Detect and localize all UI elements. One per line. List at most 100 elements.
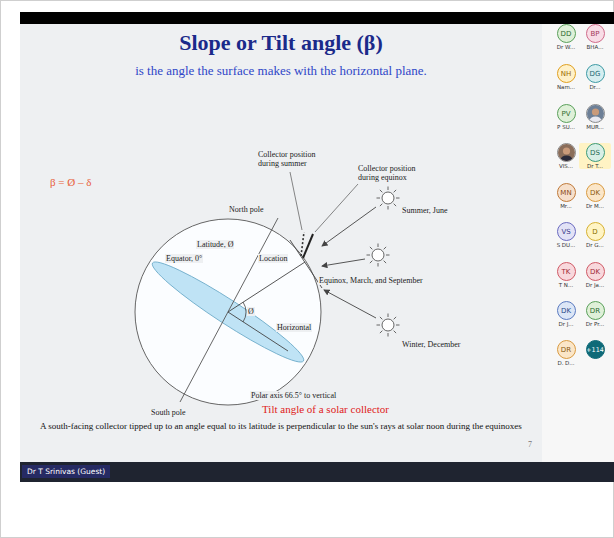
formula: β = Ø – δ bbox=[50, 176, 91, 189]
participant-tile: +114 bbox=[579, 340, 611, 359]
equator-band bbox=[146, 253, 310, 371]
sun-ray bbox=[322, 259, 365, 266]
participant-name: Nam... bbox=[550, 84, 582, 90]
sun-ray-tick bbox=[386, 255, 390, 256]
figure-caption: Tilt angle of a solar collector bbox=[262, 403, 389, 416]
participant-panel bbox=[542, 24, 614, 462]
participant-tile: DG Dr... bbox=[579, 64, 611, 90]
sun-ray-tick bbox=[380, 317, 382, 319]
sun-ray-tick bbox=[378, 263, 379, 267]
avatar-circle: D bbox=[586, 222, 605, 241]
avatar-circle: DG bbox=[586, 64, 605, 83]
sun-ray-tick bbox=[394, 190, 396, 192]
avatar-initials: PV bbox=[561, 110, 570, 118]
avatar-circle: DR bbox=[557, 340, 576, 359]
participant-name: Dr... bbox=[579, 84, 611, 90]
avatar-circle: +114 bbox=[586, 340, 605, 359]
participant-name: Dr W... bbox=[550, 44, 582, 50]
participant-tile: MN Mr... bbox=[550, 183, 582, 209]
participant-name: Dr Pr... bbox=[579, 321, 611, 327]
avatar-initials: NH bbox=[561, 70, 572, 78]
sun-ray-tick bbox=[388, 314, 389, 318]
globe-label: Latitude, Ø bbox=[196, 240, 234, 249]
participant-tile: BPBHA... bbox=[579, 24, 611, 50]
subtitle: is the angle the surface makes with the … bbox=[20, 64, 542, 79]
polar-axis bbox=[180, 218, 278, 402]
participant-tile: NH Nam... bbox=[550, 64, 582, 90]
sun-ray-tick bbox=[396, 325, 400, 326]
participant-name: P SU... bbox=[550, 124, 582, 130]
avatar-initials: DK bbox=[590, 189, 600, 197]
slide-ground bbox=[20, 24, 542, 462]
callout-label: Collector position during summer bbox=[258, 150, 326, 168]
angle-label: Ø bbox=[247, 307, 255, 316]
globe-label: South pole bbox=[150, 408, 186, 417]
participant-tile: DKDr M... bbox=[579, 183, 611, 209]
avatar-circle: DS bbox=[586, 143, 605, 162]
participant-name: D. D... bbox=[550, 360, 582, 366]
sun-ray-tick bbox=[380, 331, 382, 333]
collector-equinox bbox=[303, 234, 313, 258]
participant-tile: VS S DU... bbox=[550, 222, 582, 248]
latitude-line bbox=[228, 262, 305, 312]
angle-arc bbox=[243, 302, 246, 322]
avatar-initials: MN bbox=[560, 189, 571, 197]
participant-tile: D Dr G... bbox=[579, 222, 611, 248]
participant-name: S DU... bbox=[550, 242, 582, 248]
avatar-initials: DR bbox=[561, 346, 571, 354]
avatar-initials: BP bbox=[590, 30, 599, 38]
participant-name: MUR... bbox=[579, 124, 611, 130]
speaker-name-box: Dr T Srinivas (Guest) bbox=[22, 465, 110, 478]
callout-label: Collector position during equinox bbox=[358, 164, 430, 182]
globe-label: North pole bbox=[228, 205, 264, 214]
participant-name: Dr J... bbox=[550, 321, 582, 327]
sun-ray-tick bbox=[394, 331, 396, 333]
participant-name: Dr T... bbox=[579, 163, 611, 169]
avatar-circle: DK bbox=[586, 262, 605, 281]
participant-tile: DD Dr W... bbox=[550, 24, 582, 50]
avatar-initials: DG bbox=[590, 70, 601, 78]
sun-ray-tick bbox=[377, 325, 381, 326]
participant-name: Dr G... bbox=[579, 242, 611, 248]
sun-symbol bbox=[372, 249, 384, 261]
globe-label: Polar axis 66.5° to vertical bbox=[250, 391, 337, 400]
avatar-circle bbox=[557, 143, 576, 162]
participant-tile: PV P SU... bbox=[550, 104, 582, 130]
sun-ray-tick bbox=[378, 244, 379, 248]
avatar-circle: NH bbox=[557, 64, 576, 83]
avatar-circle bbox=[586, 104, 605, 123]
globe-label: Location bbox=[258, 254, 288, 263]
participant-tile: VIS... bbox=[550, 143, 582, 169]
participant-tile: DRDr Pr... bbox=[579, 301, 611, 327]
globe-label: Equator, 0° bbox=[165, 254, 203, 263]
avatar-initials: +114 bbox=[586, 346, 604, 354]
sun-ray-tick bbox=[384, 261, 386, 263]
avatar-circle: VS bbox=[557, 222, 576, 241]
collector-summer bbox=[301, 232, 304, 256]
sun-symbol bbox=[382, 192, 394, 204]
participant-name: Mr... bbox=[550, 203, 582, 209]
sun-icons bbox=[367, 187, 400, 337]
globe-label: Horizontal bbox=[276, 323, 312, 332]
sun-ray-tick bbox=[394, 317, 396, 319]
avatar-initials: DD bbox=[561, 30, 572, 38]
avatar-initials: D bbox=[592, 228, 597, 236]
sun-ray-tick bbox=[367, 255, 371, 256]
participant-name: T N... bbox=[550, 282, 582, 288]
avatar-circle: DR bbox=[586, 301, 605, 320]
avatar-initials: TK bbox=[562, 268, 571, 276]
bottom-bar bbox=[20, 462, 614, 482]
sun-ray-tick bbox=[370, 247, 372, 249]
avatar-initials: VS bbox=[561, 228, 570, 236]
sun-ray-tick bbox=[384, 247, 386, 249]
sun-ray-tick bbox=[380, 190, 382, 192]
avatar-initials: DS bbox=[590, 149, 600, 157]
leader-line bbox=[290, 172, 302, 230]
page-number: 7 bbox=[528, 440, 532, 449]
sun-symbol bbox=[382, 319, 394, 331]
sun-ray-tick bbox=[388, 206, 389, 210]
season-label: Winter, December bbox=[402, 340, 460, 349]
participant-name: VIS... bbox=[550, 163, 582, 169]
participant-tile: DKDr Ja... bbox=[579, 262, 611, 288]
